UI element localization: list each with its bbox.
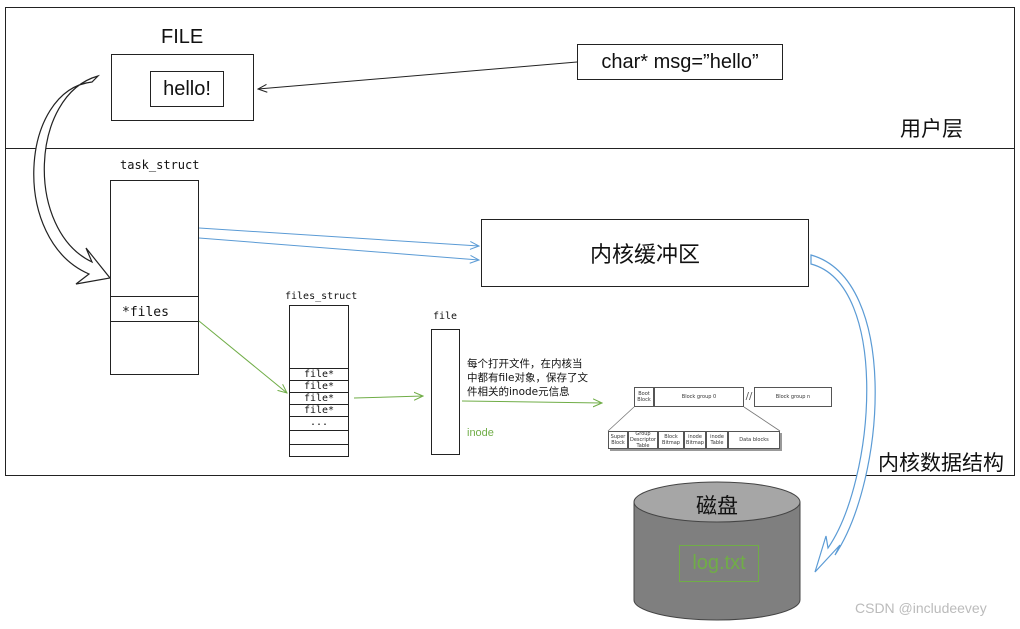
ext2-layout-diagram: Boot Block Block group 0 // Block group … (605, 385, 835, 453)
ext2-inode-table: inode Table (706, 431, 728, 449)
file-object-box (431, 329, 460, 455)
ext2-boot-block: Boot Block (634, 387, 654, 407)
files-struct-box: file* file* file* file* ... (289, 305, 349, 457)
msg-to-file-arrow (258, 61, 578, 89)
ext2-super-block: Super Block (608, 431, 628, 449)
task-to-buffer-arrow-1 (198, 227, 479, 246)
ext2-inode-bitmap: inode Bitmap (684, 431, 706, 449)
ext2-expand-lines (607, 406, 781, 432)
file-box (111, 54, 254, 121)
task-struct-label: task_struct (120, 158, 200, 172)
inode-label: inode (467, 427, 494, 439)
files-struct-row: file* (290, 404, 348, 416)
watermark: CSDN @includeevey (855, 600, 987, 616)
files-struct-label: files_struct (285, 291, 358, 302)
msg-code-box: char* msg=”hello” (577, 44, 783, 80)
files-field: *files (122, 305, 169, 320)
files-struct-to-file-arrow (353, 396, 423, 398)
file-content: hello! (150, 71, 224, 107)
disk-shape (633, 481, 801, 621)
file-note: 每个打开文件，在内核当中都有file对象，保存了文件相关的inode元信息 (467, 358, 588, 398)
files-struct-row: file* (290, 368, 348, 380)
task-struct-box (110, 180, 199, 375)
files-struct-row: ... (290, 416, 348, 430)
ext2-row: Super Block Group Descriptor Table Block… (608, 431, 780, 449)
files-struct-row: file* (290, 392, 348, 404)
disk-cylinder: 磁盘 log.txt (632, 478, 802, 628)
file-object-label: file (433, 311, 458, 322)
files-struct-row: file* (290, 380, 348, 392)
disk-file: log.txt (679, 545, 759, 582)
task-struct-divider-1 (110, 296, 199, 297)
files-struct-row-empty (290, 430, 348, 444)
ext2-group-descriptor-table: Group Descriptor Table (628, 431, 658, 449)
disk-title: 磁盘 (696, 495, 738, 518)
ext2-gap-marker: // (745, 391, 753, 402)
ext2-block-group-n: Block group n (754, 387, 832, 407)
kernel-layer-frame (5, 148, 1015, 476)
ext2-data-blocks: Data blocks (728, 431, 780, 449)
file-to-task-arrow (33, 74, 112, 285)
ext2-block-group-0: Block group 0 (654, 387, 744, 407)
kernel-layer-title: 内核数据结构 (878, 452, 1004, 475)
user-layer-title: 用户层 (900, 118, 963, 141)
files-to-files-struct-arrow (198, 320, 287, 393)
files-struct-row-empty (290, 444, 348, 458)
kernel-buffer-box: 内核缓冲区 (481, 219, 809, 287)
file-to-inode-arrow (461, 401, 602, 403)
file-label: FILE (161, 26, 204, 48)
task-struct-divider-2 (110, 321, 199, 322)
task-to-buffer-arrow-2 (198, 237, 479, 260)
ext2-block-bitmap: Block Bitmap (658, 431, 684, 449)
buffer-to-disk-arrow (810, 254, 876, 573)
